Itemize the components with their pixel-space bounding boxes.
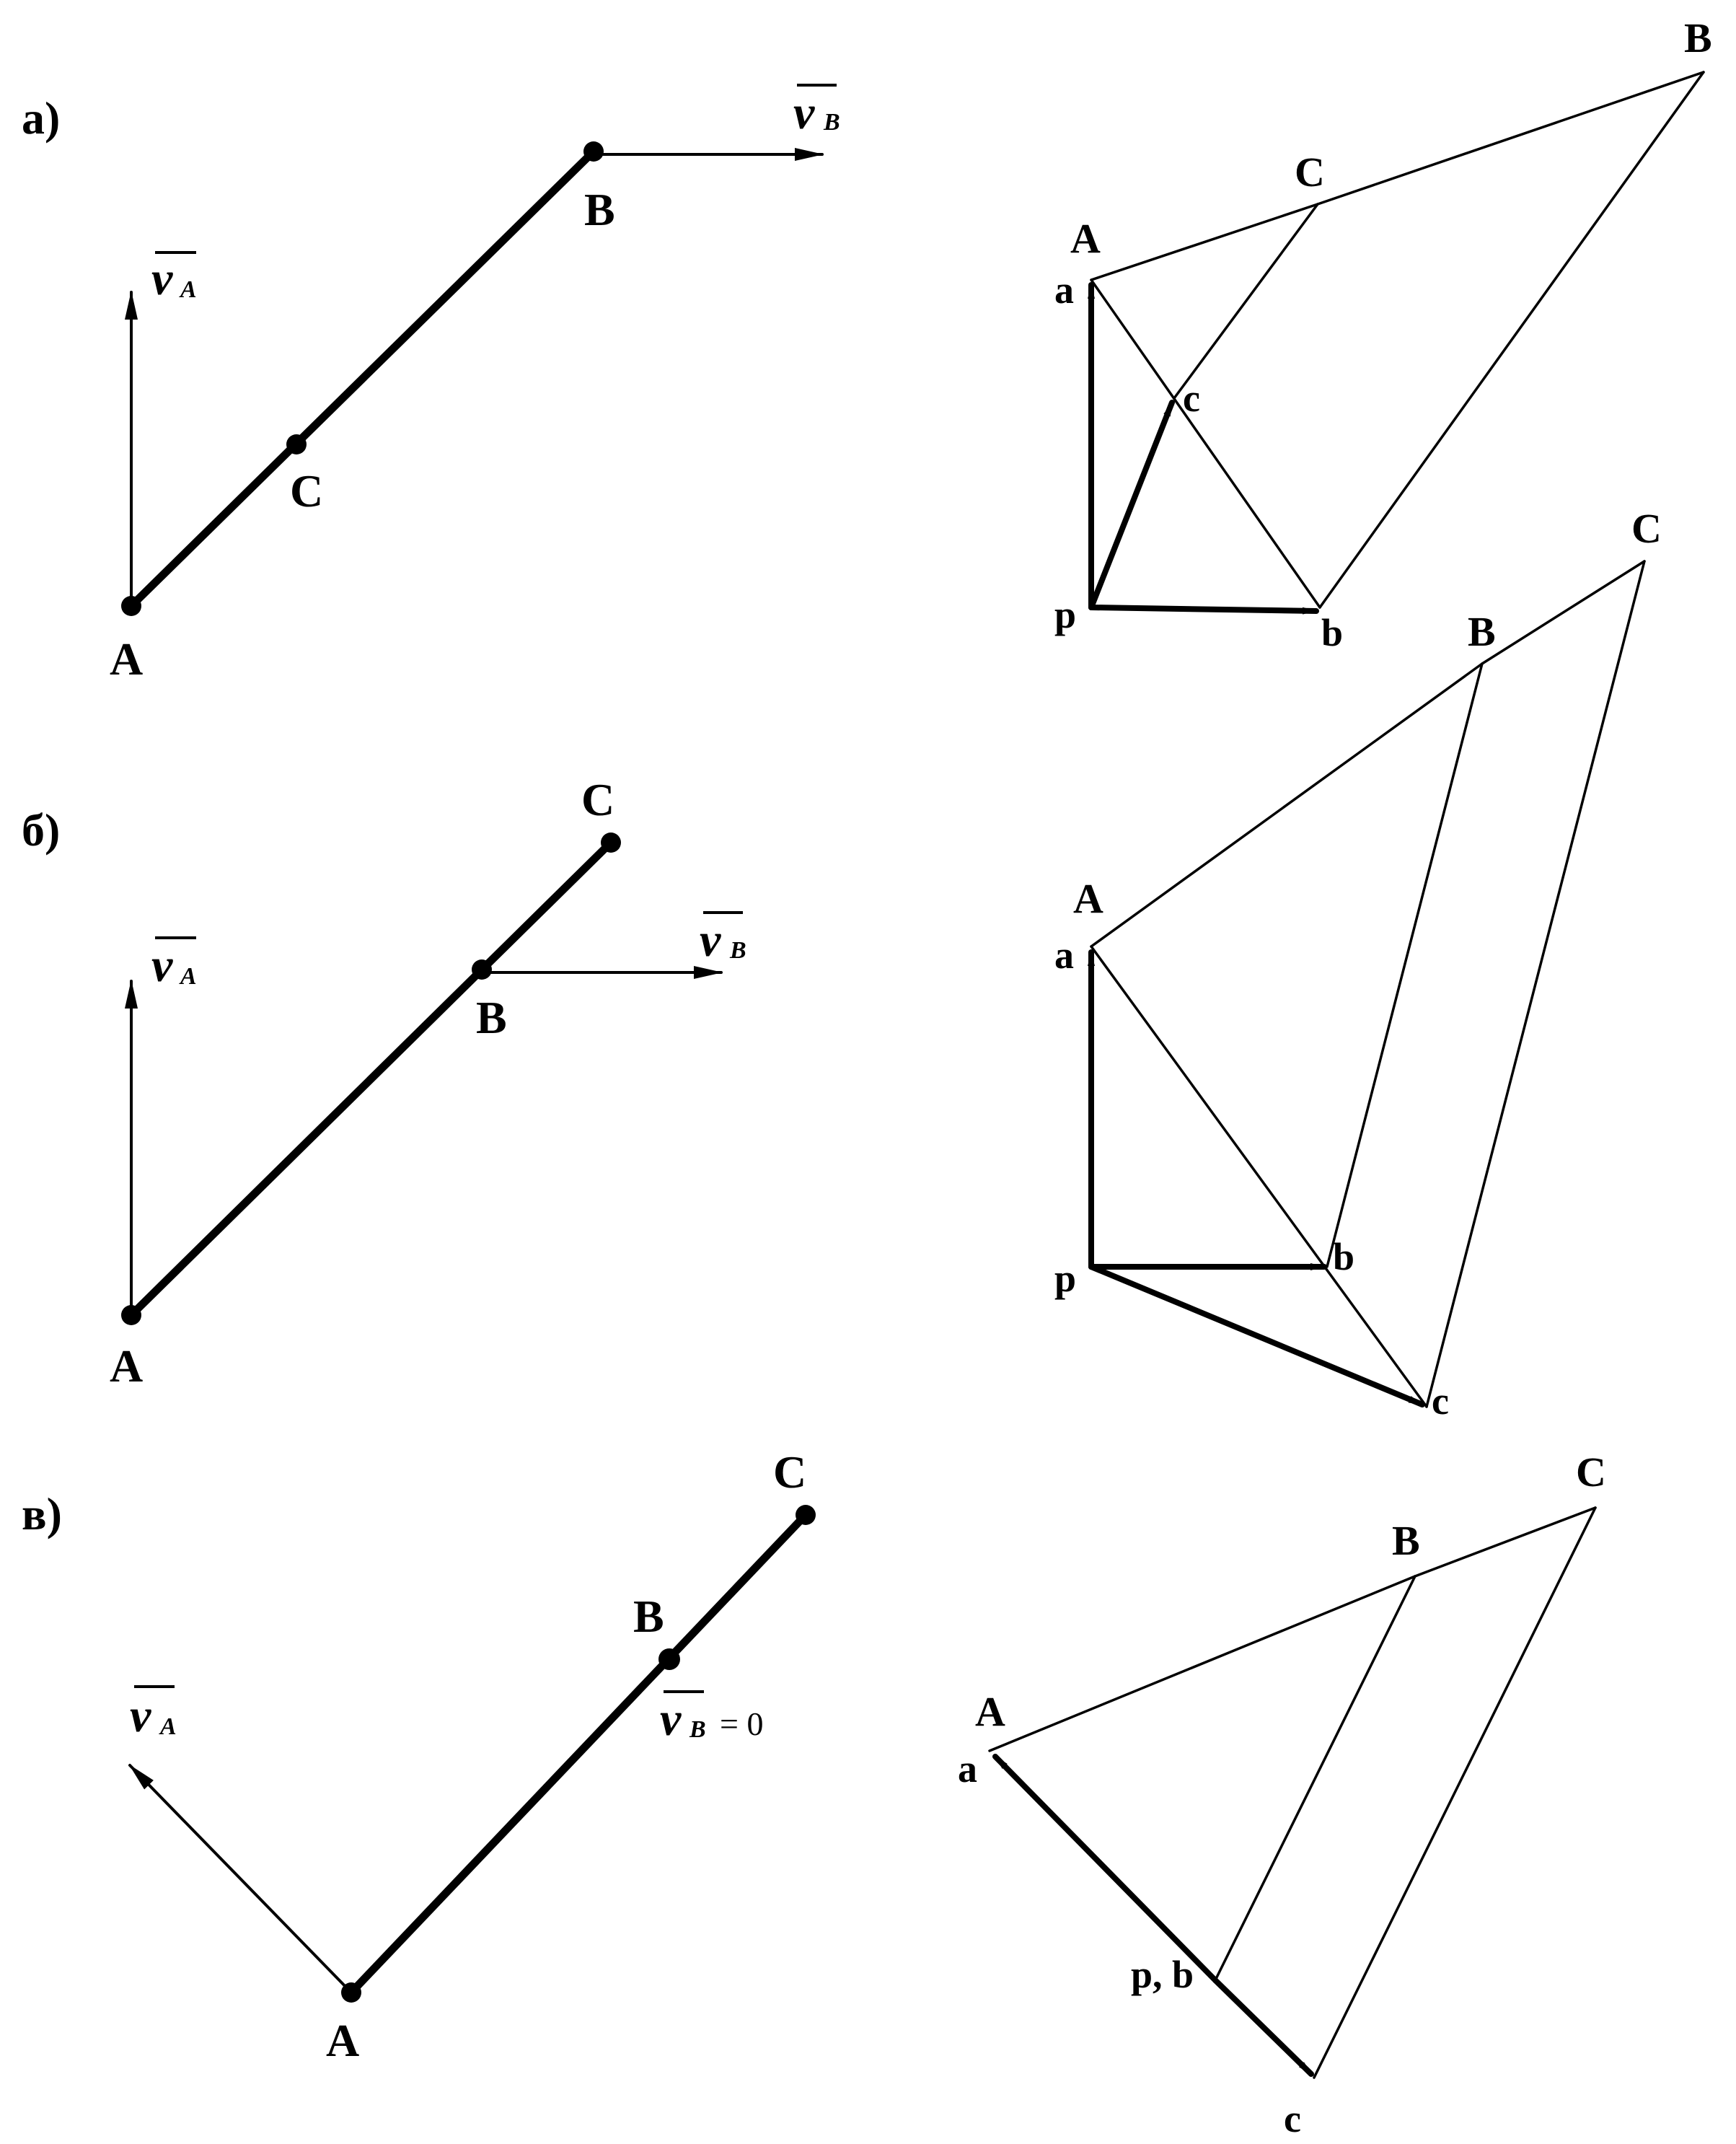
joint-C-b (601, 832, 621, 853)
point-C-label-b: C (581, 774, 614, 825)
vB-sub-c: B (689, 1716, 706, 1743)
velocity-vB-label-b: v B (700, 911, 746, 967)
panel-label-a: а) (22, 92, 60, 144)
velocity-vA-arrow-c (128, 1764, 353, 1994)
plan-line-A-B-b (1090, 662, 1484, 948)
joint-C-a (286, 434, 307, 454)
plan-line-C-B-a (1316, 71, 1705, 206)
plan-cap-C-c: C (1576, 1449, 1606, 1495)
plan-cap-A-a: A (1070, 215, 1101, 262)
point-A-label-c: A (326, 2015, 359, 2066)
point-C-label-a: C (290, 465, 323, 517)
point-A-label-a: A (110, 633, 143, 685)
vA-sub-a: A (179, 276, 197, 303)
plan-line-B-C-b (1481, 560, 1646, 665)
rod-b (127, 838, 615, 1319)
rod-a (127, 147, 598, 610)
plan-pt-b-a: b (1321, 611, 1343, 654)
plan-line-A-C-a (1090, 203, 1319, 281)
plan-pt-pb-c: p, b (1131, 1953, 1194, 1996)
vB-symbol-b: v (700, 914, 721, 967)
plan-pt-a-b: a (1054, 933, 1074, 977)
velocity-plan-c: A B C a p, b c (958, 1449, 1606, 2140)
velocity-vB-label-c: v B = 0 (660, 1690, 763, 1746)
panel-label-b: б) (22, 804, 60, 856)
plan-line-B-C-c (1414, 1506, 1597, 1578)
mechanism-a: A C B v A v B (110, 84, 840, 685)
plan-pt-c-a: c (1183, 377, 1200, 420)
joint-B-a (583, 141, 604, 162)
plan-cap-B-a: B (1684, 14, 1712, 61)
plan-line-B-b-a (1318, 71, 1705, 609)
point-B-label-a: B (584, 184, 615, 235)
velocity-vA-label-c: v A (130, 1685, 177, 1742)
plan-cap-C-b: C (1631, 505, 1662, 552)
plan-pt-b-b: b (1333, 1235, 1354, 1278)
plan-pt-c-b: c (1432, 1379, 1449, 1423)
plan-cap-C-a: C (1295, 149, 1325, 195)
panel-c: в) A B C v A v B = 0 (22, 1446, 1606, 2140)
point-B-label-c: B (633, 1591, 664, 1642)
mechanism-b: A B C v A v B (110, 774, 746, 1392)
plan-line-C-c-b (1425, 560, 1646, 1408)
plan-pt-c-c: c (1284, 2097, 1301, 2140)
joint-B-c (658, 1648, 680, 1670)
vB-eq-c: = 0 (720, 1705, 763, 1742)
plan-line-B-b-c (1214, 1575, 1416, 1982)
plan-line-B-b-b (1326, 662, 1484, 1268)
point-C-label-c: C (773, 1446, 806, 1498)
plan-vector-pc-a (1088, 400, 1175, 610)
plan-pt-a-a: a (1054, 268, 1074, 312)
panel-a: а) A C B v A v B (22, 14, 1712, 685)
vA-sub-b: A (179, 963, 197, 990)
velocity-vB-label-a: v B (793, 84, 840, 139)
plan-line-a-c-b (1090, 945, 1428, 1408)
joint-C-c (796, 1505, 816, 1525)
plan-pt-a-c: a (958, 1747, 977, 1791)
plan-vector-pb-a (1088, 605, 1319, 615)
plan-cap-A-c: A (975, 1688, 1005, 1735)
mechanism-c: A B C v A v B = 0 (128, 1446, 816, 2066)
plan-line-C-c-c (1313, 1506, 1597, 2079)
vB-sub-a: B (823, 109, 840, 136)
vB-sub-b: B (729, 937, 746, 964)
plan-pt-p-a: p (1054, 593, 1076, 636)
velocity-vA-label-a: v A (151, 251, 197, 305)
vB-symbol-a: v (793, 87, 815, 139)
plan-pt-p-b: p (1054, 1257, 1076, 1300)
plan-vector-pc-b (1088, 1264, 1425, 1407)
vA-sub-c: A (159, 1713, 177, 1740)
plan-vector-pa-c (992, 1754, 1218, 1983)
velocity-plan-b: A B C a p b c (1054, 505, 1662, 1423)
vA-symbol-a: v (151, 252, 173, 305)
rod-c (347, 1511, 810, 1997)
panel-label-c: в) (22, 1488, 62, 1539)
velocity-vA-label-b: v A (151, 936, 197, 992)
vB-symbol-c: v (660, 1693, 682, 1746)
point-B-label-b: B (476, 992, 507, 1043)
joint-B-b (472, 959, 492, 980)
plan-vector-pc-c (1212, 1977, 1314, 2077)
point-A-label-b: A (110, 1340, 143, 1392)
plan-line-a-b-a (1090, 278, 1321, 609)
plan-line-A-B-c (988, 1575, 1416, 1752)
vA-symbol-c: v (130, 1690, 151, 1742)
plan-cap-B-c: B (1392, 1517, 1420, 1564)
vA-symbol-b: v (151, 939, 173, 992)
plan-line-C-c-a (1173, 203, 1319, 400)
plan-cap-A-b: A (1073, 875, 1103, 922)
velocity-plan-a: A B C a c p b (1054, 14, 1712, 654)
panel-b: б) A B C v A v B (22, 505, 1662, 1423)
plan-cap-B-b: B (1468, 608, 1496, 655)
